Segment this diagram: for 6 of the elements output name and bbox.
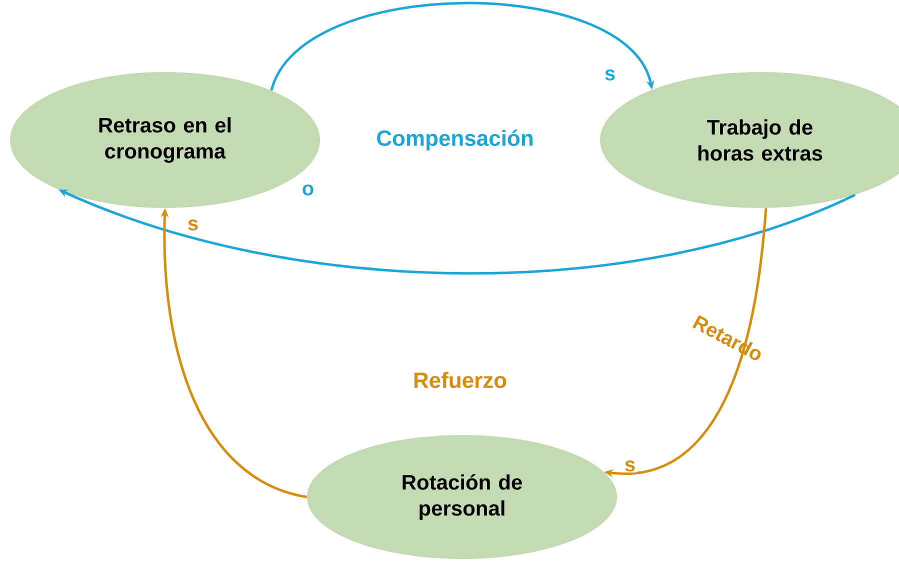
loop-label: Refuerzo <box>414 372 506 388</box>
edge-label: o <box>300 184 316 196</box>
edge-label: s <box>623 460 637 472</box>
arrow <box>270 2 654 91</box>
edge-label: s <box>186 218 200 232</box>
loop-label: Compensación <box>377 130 532 150</box>
